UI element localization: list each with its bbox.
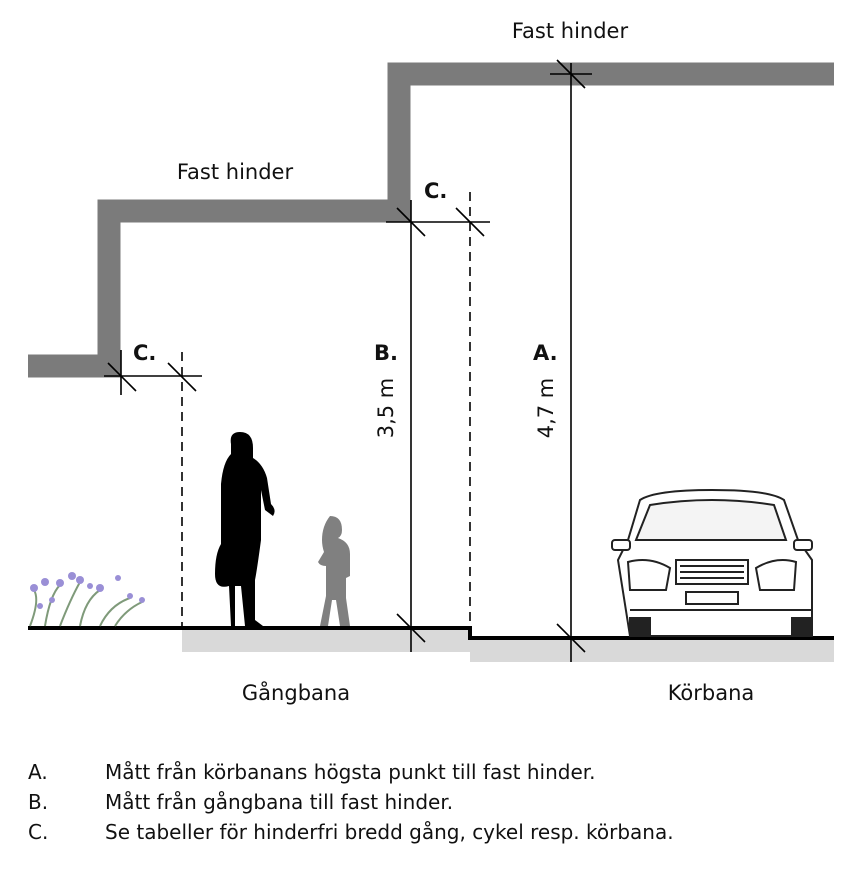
legend-key: A. (28, 760, 48, 784)
legend-item-c: C. Se tabeller för hinderfri bredd gång, … (28, 817, 674, 847)
fixed-obstacle (28, 62, 834, 378)
c-left-label: C. (133, 341, 156, 365)
legend-text: Se tabeller för hinderfri bredd gång, cy… (105, 820, 674, 844)
legend-key: B. (28, 790, 49, 814)
legend-item-a: A. Mått från körbanans högsta punkt till … (28, 757, 674, 787)
a-value: 4,7 m (534, 378, 558, 439)
a-label: A. (533, 341, 558, 365)
child-silhouette (318, 516, 350, 626)
legend-text: Mått från körbanans högsta punkt till fa… (105, 760, 596, 784)
roadway-base (470, 638, 834, 662)
sidewalk-base (182, 628, 470, 652)
roadway-label: Körbana (668, 681, 755, 705)
b-value: 3,5 m (374, 378, 398, 439)
legend: A. Mått från körbanans högsta punkt till … (28, 757, 674, 847)
legend-key: C. (28, 820, 49, 844)
legend-text: Mått från gångbana till fast hinder. (105, 790, 454, 814)
obstacle-top-label: Fast hinder (512, 19, 629, 43)
adult-silhouette (215, 432, 275, 626)
legend-item-b: B. Mått från gångbana till fast hinder. (28, 787, 674, 817)
c-right-label: C. (424, 179, 447, 203)
obstacle-mid-label: Fast hinder (177, 160, 294, 184)
b-label: B. (374, 341, 398, 365)
ground-line (28, 626, 834, 640)
car-illustration (611, 488, 813, 637)
sidewalk-label: Gångbana (242, 680, 350, 705)
flower-bush (29, 572, 145, 627)
